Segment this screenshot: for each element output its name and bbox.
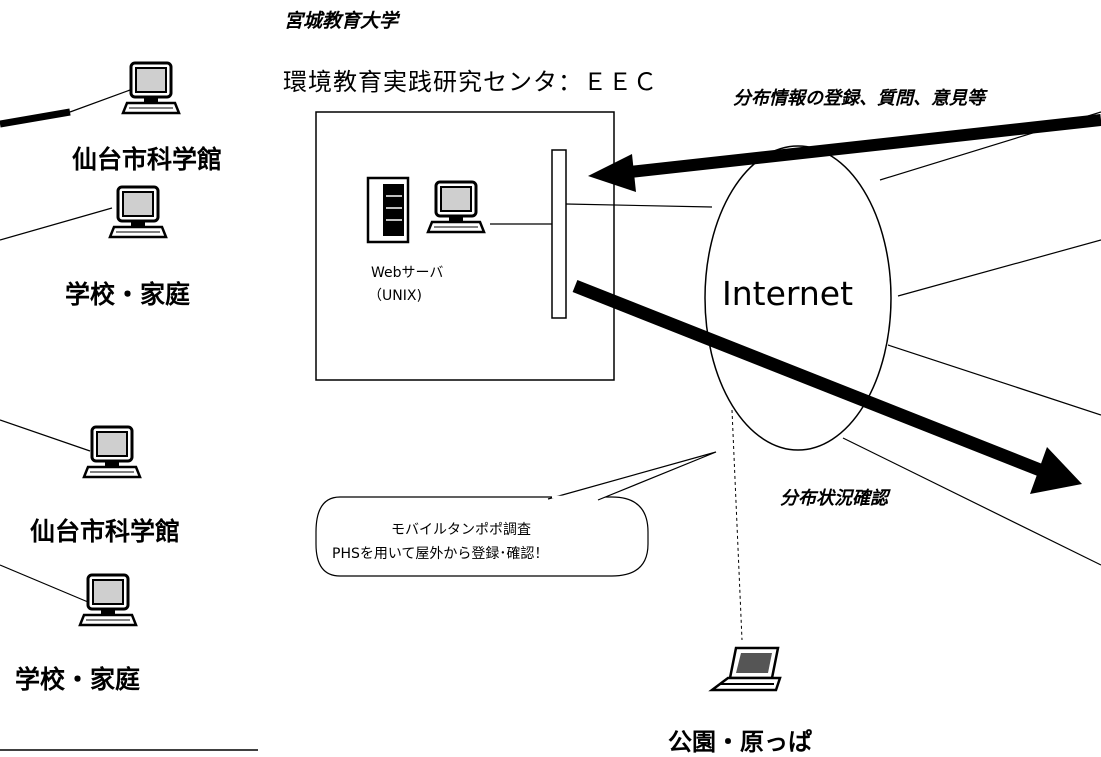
right-link-2 [897, 239, 1101, 297]
right-link-3 [887, 344, 1101, 416]
laptop-icon [708, 646, 782, 692]
client-label: 学校・家庭 [65, 280, 191, 309]
status-arrow [572, 279, 1082, 494]
desktop-computer-icon [108, 185, 168, 239]
speech-bubble-tail [547, 451, 717, 501]
desktop-computer-icon [121, 61, 181, 115]
client-label: 学校・家庭 [15, 665, 141, 694]
bubble-line-2: PHSを用いて屋外から登録･確認！ [332, 546, 549, 562]
register-arrow-label: 分布情報の登録、質問、意見等 [733, 88, 985, 109]
internet-label: Internet [722, 274, 854, 313]
right-link-4 [842, 437, 1101, 566]
university-title: 宮城教育大学 [284, 10, 399, 32]
desktop-computer-icon [78, 573, 138, 627]
server-os-label: （UNIX) [368, 288, 422, 304]
server-label: Webサーバ [371, 265, 444, 281]
eec-box [315, 111, 615, 381]
left-thick-link [0, 108, 71, 128]
speech-bubble [315, 496, 649, 577]
lan-bar [551, 149, 567, 319]
phs-link [731, 409, 743, 641]
left-link-2 [0, 207, 113, 241]
desktop-computer-icon [82, 425, 142, 479]
park-label: 公園・原っぱ [668, 728, 812, 756]
status-arrow-label: 分布状況確認 [780, 488, 888, 509]
left-link-4 [0, 564, 89, 603]
client-label: 仙台市科学館 [72, 145, 223, 174]
server-desktop-icon [426, 180, 486, 234]
client-label: 仙台市科学館 [30, 517, 181, 546]
server-tower-icon [366, 176, 410, 244]
internet-cloud [704, 145, 892, 451]
bubble-line-1: モバイルタンポポ調査 [391, 522, 531, 538]
left-link-1 [69, 89, 131, 113]
register-arrow [588, 114, 1101, 192]
center-title: 環境教育実践研究センタ：ＥＥＣ [283, 68, 658, 96]
lan-internet-link [565, 203, 713, 208]
left-link-3 [0, 419, 91, 452]
